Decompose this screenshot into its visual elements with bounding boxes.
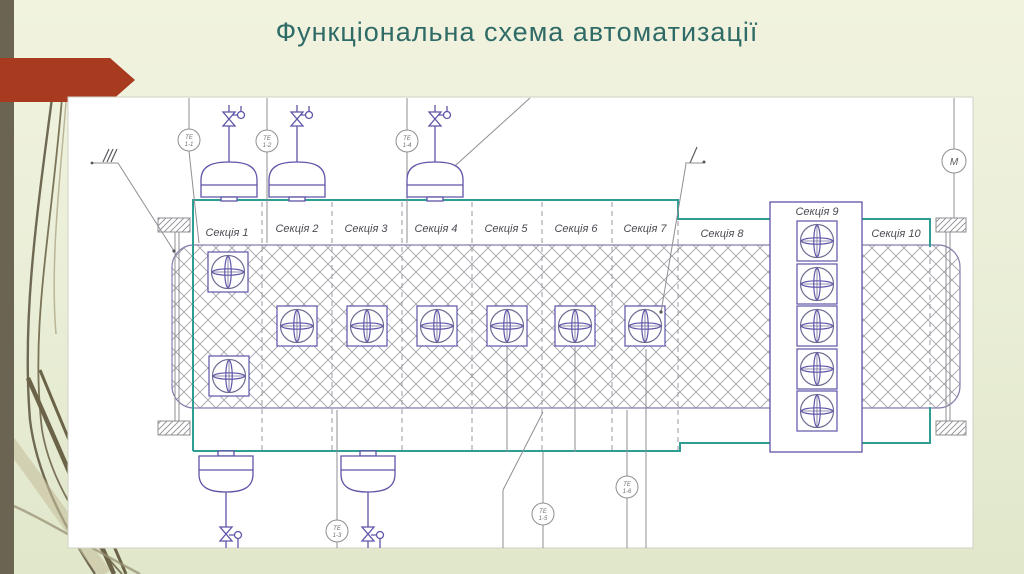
page-title: Функціональна схема автоматизації [276, 17, 759, 47]
section-label-9: Секція 9 [795, 206, 838, 218]
instrument-tag: 1-4 [403, 143, 412, 149]
instrument-tag: 1-5 [539, 516, 548, 522]
fan-icon [796, 348, 838, 390]
instrument-te-1-2: ТЕ 1-2 [255, 129, 279, 153]
instrument-te-1-6: ТЕ 1-6 [615, 475, 639, 499]
section-label-2: Секція 2 [275, 223, 318, 235]
instrument-tag: 1-6 [623, 489, 632, 495]
section-dividers [261, 202, 931, 450]
support-right [935, 217, 967, 436]
red-arrow-ribbon [0, 58, 135, 102]
section-label-1: Секція 1 [205, 227, 248, 239]
section-labels: Секція 1 Секція 2 Секція 3 Секція 4 Секц… [205, 206, 921, 240]
fan-icon [276, 305, 318, 347]
top-hopper-3 [406, 105, 464, 202]
position-mark-left [90, 148, 176, 253]
section-label-7: Секція 7 [623, 223, 667, 235]
section-label-8: Секція 8 [700, 228, 744, 240]
fan-icon [796, 220, 838, 262]
fan-icon [796, 390, 838, 432]
section-label-5: Секція 5 [484, 223, 528, 235]
fan-icon [346, 305, 388, 347]
instrument-tag: 1-1 [185, 142, 194, 148]
instrument-type: ТЕ [185, 135, 194, 141]
support-left [157, 217, 191, 436]
top-hopper-2 [268, 105, 326, 202]
instrument-type: ТЕ [333, 526, 342, 532]
fan-icon [554, 305, 596, 347]
instrument-te-1-5: ТЕ 1-5 [531, 502, 555, 526]
section-label-3: Секція 3 [344, 223, 388, 235]
section-label-10: Секція 10 [871, 228, 921, 240]
fan-icon [796, 305, 838, 347]
section-label-4: Секція 4 [414, 223, 457, 235]
fan-icon [624, 305, 666, 347]
instrument-te-1-4: ТЕ 1-4 [395, 129, 419, 153]
section-label-6: Секція 6 [554, 223, 598, 235]
bottom-hopper-2 [340, 450, 396, 548]
instrument-tag: 1-2 [263, 143, 272, 149]
fan-icon [208, 355, 250, 397]
top-hopper-1 [200, 105, 258, 202]
motor-label: М [950, 157, 959, 168]
instrument-te-1-1: ТЕ 1-1 [177, 128, 201, 152]
motor-symbol: М [941, 148, 967, 174]
fan-icon [486, 305, 528, 347]
instrument-type: ТЕ [539, 509, 548, 515]
instrument-tag: 1-3 [333, 533, 342, 539]
bottom-hopper-1 [198, 450, 254, 548]
instrument-type: ТЕ [403, 136, 412, 142]
fan-icon [796, 263, 838, 305]
instrument-te-1-3: ТЕ 1-3 [325, 519, 349, 543]
left-accent-bar [0, 0, 14, 574]
fan-icon [207, 251, 249, 293]
instrument-bubbles: ТЕ 1-1 ТЕ 1-2 ТЕ 1-4 ТЕ 1-3 ТЕ 1-5 ТЕ 1-… [177, 128, 967, 543]
fan-icon [416, 305, 458, 347]
housing-outline [192, 199, 931, 452]
position-mark-right [659, 146, 706, 314]
instrument-type: ТЕ [263, 136, 272, 142]
instrument-type: ТЕ [623, 482, 632, 488]
